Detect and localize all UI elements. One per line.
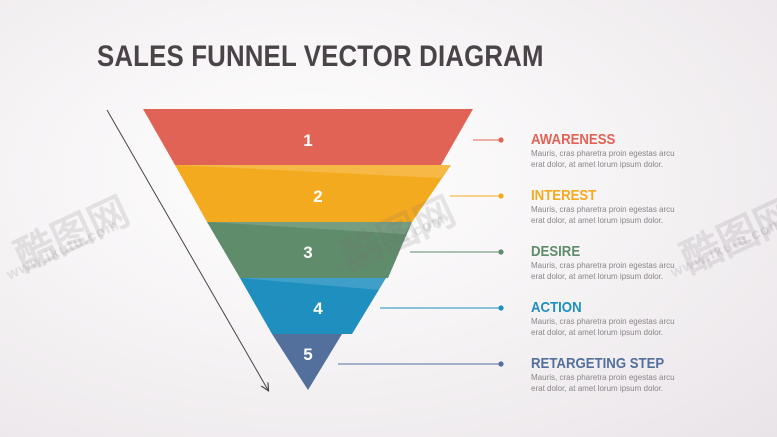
funnel-layer-2 — [175, 165, 451, 222]
stage-desc-3b: erat dolor, at amet lorum ipsum dolor. — [531, 272, 664, 281]
connector-dot-2 — [498, 193, 504, 199]
funnel-layer-3 — [207, 222, 412, 278]
page-title: SALES FUNNEL VECTOR DIAGRAM — [97, 40, 544, 73]
funnel-layer-5 — [272, 334, 342, 390]
stage-label-5: RETARGETING STEP Mauris, cras pharetra p… — [531, 355, 771, 394]
connector-dot-4 — [498, 305, 504, 311]
stage-label-2: INTEREST Mauris, cras pharetra proin ege… — [531, 187, 771, 226]
connector-dot-5 — [498, 361, 504, 367]
stage-number-4: 4 — [313, 299, 323, 318]
stage-number-5: 5 — [303, 345, 312, 364]
connector-dot-1 — [498, 137, 504, 143]
stage-label-1: AWARENESS Mauris, cras pharetra proin eg… — [531, 131, 771, 170]
stage-heading-2: INTEREST — [531, 187, 597, 204]
stage-desc-2b: erat dolor, at amet lorum ipsum dolor. — [531, 216, 664, 225]
stage-desc-4a: Mauris, cras pharetra proin egestas arcu — [531, 317, 675, 326]
connector-dot-3 — [498, 249, 504, 255]
funnel-layer-4 — [240, 278, 386, 334]
stage-desc-1b: erat dolor, at amet lorum ipsum dolor. — [531, 160, 664, 169]
stage-heading-5: RETARGETING STEP — [531, 355, 665, 372]
stage-heading-3: DESIRE — [531, 243, 581, 260]
stage-desc-1a: Mauris, cras pharetra proin egestas arcu — [531, 149, 675, 158]
stage-number-3: 3 — [303, 243, 312, 262]
stage-number-1: 1 — [303, 131, 312, 150]
stage-desc-4b: erat dolor, at amet lorum ipsum dolor. — [531, 328, 664, 337]
stage-desc-5b: erat dolor, at amet lorum ipsum dolor. — [531, 384, 664, 393]
stage-heading-4: ACTION — [531, 299, 582, 316]
stage-desc-5a: Mauris, cras pharetra proin egestas arcu — [531, 373, 675, 382]
stage-label-4: ACTION Mauris, cras pharetra proin egest… — [531, 299, 771, 338]
stage-desc-2a: Mauris, cras pharetra proin egestas arcu — [531, 205, 675, 214]
progress-arrow — [106, 109, 268, 390]
funnel-layer-1 — [143, 109, 473, 165]
stage-label-3: DESIRE Mauris, cras pharetra proin egest… — [531, 243, 771, 282]
stage-heading-1: AWARENESS — [531, 131, 616, 148]
stage-number-2: 2 — [313, 187, 322, 206]
stage-desc-3a: Mauris, cras pharetra proin egestas arcu — [531, 261, 675, 270]
